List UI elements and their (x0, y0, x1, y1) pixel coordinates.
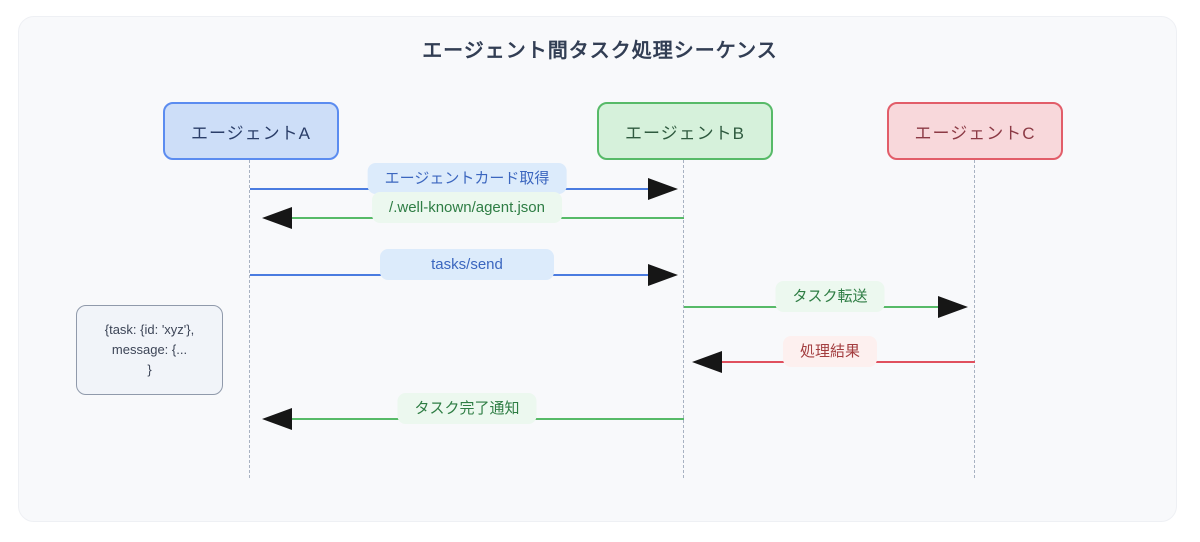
note-box: {task: {id: 'xyz'}, message: {... } (76, 305, 223, 395)
actor-box-agent-b: エージェントB (597, 102, 773, 160)
note-line: {task: {id: 'xyz'}, (104, 322, 195, 337)
actor-label-agent-a: エージェントA (191, 123, 311, 143)
lifeline-agent-b (683, 160, 684, 478)
note-line: } (147, 362, 152, 377)
message-label: /.well-known/agent.json (372, 192, 562, 223)
diagram-card (18, 16, 1177, 522)
arrowhead-right-icon (648, 264, 678, 286)
actor-label-agent-c: エージェントC (914, 123, 1036, 143)
actor-box-agent-a: エージェントA (163, 102, 339, 160)
actor-box-agent-c: エージェントC (887, 102, 1063, 160)
arrowhead-left-icon (262, 207, 292, 229)
note-line: message: {... (111, 342, 188, 357)
lifeline-agent-a (249, 160, 250, 478)
arrowhead-left-icon (692, 351, 722, 373)
actor-label-agent-b: エージェントB (625, 123, 745, 143)
message-label: タスク完了通知 (397, 393, 537, 424)
arrowhead-left-icon (262, 408, 292, 430)
message-label: 処理結果 (782, 336, 878, 367)
message-label: エージェントカード取得 (367, 163, 567, 194)
message-label: タスク転送 (775, 281, 885, 312)
arrowhead-right-icon (648, 178, 678, 200)
diagram-title: エージェント間タスク処理シーケンス (422, 40, 778, 62)
arrowhead-right-icon (938, 296, 968, 318)
lifeline-agent-c (974, 160, 975, 478)
message-label: tasks/send (380, 249, 554, 280)
